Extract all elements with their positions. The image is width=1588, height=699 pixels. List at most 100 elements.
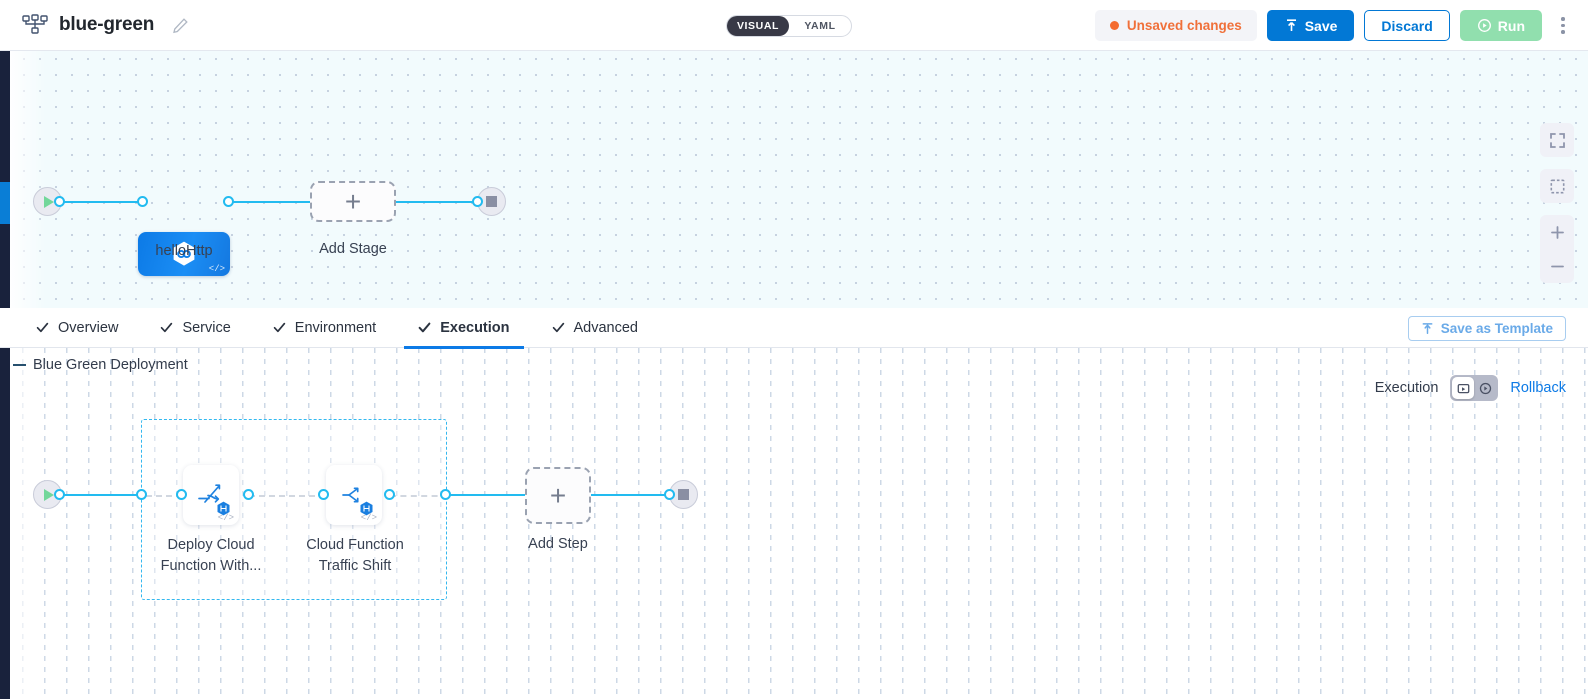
stage-group-title: Blue Green Deployment: [33, 357, 188, 373]
step2-output-port[interactable]: [384, 489, 395, 500]
view-mode-toggle[interactable]: VISUAL YAML: [726, 15, 852, 37]
harness-step-badge: [216, 501, 231, 516]
edge-stage-to-addstage: [228, 201, 310, 203]
status-badge-unsaved: Unsaved changes: [1094, 10, 1257, 41]
view-mode-yaml[interactable]: YAML: [804, 20, 836, 32]
save-label: Save: [1304, 17, 1338, 34]
stop-square-icon: [486, 196, 497, 207]
step-node-deploy-cloud-function[interactable]: </>: [183, 465, 239, 525]
view-mode-visual[interactable]: VISUAL: [727, 16, 789, 36]
unsaved-label: Unsaved changes: [1126, 18, 1242, 33]
step1-code-badge: </>: [217, 513, 234, 523]
fit-to-screen-icon[interactable]: [1540, 169, 1574, 203]
edge-addstep-to-exec-end: [590, 494, 674, 496]
execution-canvas-left-fade: [10, 348, 46, 699]
tab-execution[interactable]: Execution: [404, 308, 524, 349]
tab-advanced-label: Advanced: [573, 319, 639, 336]
deploy-cloud-function-icon: [196, 482, 226, 508]
canvas-controls: [1540, 123, 1574, 295]
rollback-link[interactable]: Rollback: [1510, 380, 1566, 396]
header-actions: Unsaved changes Save Discard Ru: [1094, 10, 1574, 41]
canvas-controls-group-fit: [1540, 169, 1574, 203]
kebab-menu-icon[interactable]: [1552, 10, 1574, 41]
stage-node-label: helloHttp: [155, 243, 213, 259]
edge-step1-to-step2: [249, 495, 325, 497]
play-triangle-icon: [44, 195, 54, 208]
execution-end-node[interactable]: [669, 480, 698, 509]
step1-label-line1: Deploy Cloud: [167, 537, 255, 553]
stage-node-hellohttp[interactable]: </>: [138, 232, 230, 276]
tab-environment[interactable]: Environment: [259, 308, 390, 348]
check-icon: [273, 321, 286, 334]
end-node-port[interactable]: [472, 196, 483, 207]
tab-service[interactable]: Service: [146, 308, 244, 348]
harness-step-badge: [359, 501, 374, 516]
edge-exec-start-to-group: [58, 494, 144, 496]
execution-rollback-toggle[interactable]: [1450, 375, 1499, 401]
plus-icon: +: [344, 185, 362, 217]
step1-input-port[interactable]: [176, 489, 187, 500]
left-nav-rail-lower: [0, 348, 10, 699]
check-icon: [552, 321, 565, 334]
left-nav-rail-active-indicator: [0, 182, 10, 224]
add-step-label: Add Step: [528, 536, 588, 552]
config-tabs: Overview Service Environment Execution A…: [0, 308, 1588, 349]
stop-square-icon: [678, 489, 689, 500]
step1-output-port[interactable]: [243, 489, 254, 500]
stage-group-output-port[interactable]: [440, 489, 451, 500]
edge-step2-to-groupend: [390, 495, 448, 497]
save-as-template-button[interactable]: Save as Template: [1407, 316, 1566, 341]
zoom-out-icon[interactable]: [1540, 249, 1574, 283]
tab-overview[interactable]: Overview: [22, 308, 132, 348]
step2-code-badge: </>: [360, 513, 377, 523]
edge-start-to-stage: [58, 201, 142, 203]
check-icon: [36, 321, 49, 334]
app-header: blue-green VISUAL YAML Unsaved changes: [0, 0, 1588, 51]
canvas-controls-group-zoom: [1540, 215, 1574, 283]
play-triangle-icon: [44, 488, 54, 501]
save-as-template-label: Save as Template: [1440, 321, 1553, 336]
end-node[interactable]: [477, 187, 506, 216]
step1-label-line2: Function With...: [160, 558, 262, 574]
pipeline-nodes-icon: [22, 14, 48, 36]
zoom-in-icon[interactable]: [1540, 215, 1574, 249]
fullscreen-icon[interactable]: [1540, 123, 1574, 157]
rollback-view-icon[interactable]: [1474, 377, 1496, 399]
pipeline-canvas[interactable]: </> helloHttp + Add Stage: [0, 51, 1588, 308]
upload-icon: [1284, 18, 1299, 33]
tab-advanced[interactable]: Advanced: [538, 308, 653, 348]
execution-canvas[interactable]: Execution Rollback: [0, 348, 1588, 699]
play-circle-icon: [1477, 18, 1492, 33]
step2-label-line2: Traffic Shift: [318, 558, 392, 574]
stage-group-header[interactable]: Blue Green Deployment: [13, 357, 188, 373]
header-left-group: blue-green: [0, 14, 189, 36]
stage-output-port[interactable]: [223, 196, 234, 207]
canvas-left-fade: [10, 51, 46, 308]
execution-start-port[interactable]: [54, 489, 65, 500]
unsaved-dot-icon: [1109, 21, 1119, 30]
stage-code-badge: </>: [208, 264, 225, 274]
discard-button[interactable]: Discard: [1364, 10, 1450, 41]
execution-end-port[interactable]: [664, 489, 675, 500]
collapse-icon[interactable]: [13, 363, 26, 367]
pencil-icon[interactable]: [165, 17, 189, 34]
edge-group-to-step1: [146, 495, 182, 497]
harness-hexagon-icon: [169, 239, 199, 269]
add-stage-label: Add Stage: [319, 241, 387, 257]
save-button[interactable]: Save: [1266, 10, 1355, 41]
stage-group-input-port[interactable]: [136, 489, 147, 500]
edge-addstage-to-end: [396, 201, 482, 203]
execution-label: Execution: [1374, 380, 1439, 396]
upload-icon: [1421, 322, 1434, 335]
start-node-port[interactable]: [54, 196, 65, 207]
execution-view-icon[interactable]: [1452, 377, 1475, 399]
step2-label-line1: Cloud Function: [306, 537, 404, 553]
step-node-traffic-shift[interactable]: </>: [326, 465, 382, 525]
add-stage-button[interactable]: +: [310, 181, 396, 222]
stage-input-port[interactable]: [137, 196, 148, 207]
check-icon: [160, 321, 173, 334]
step2-input-port[interactable]: [318, 489, 329, 500]
run-button[interactable]: Run: [1459, 10, 1542, 41]
add-step-button[interactable]: +: [525, 467, 591, 524]
